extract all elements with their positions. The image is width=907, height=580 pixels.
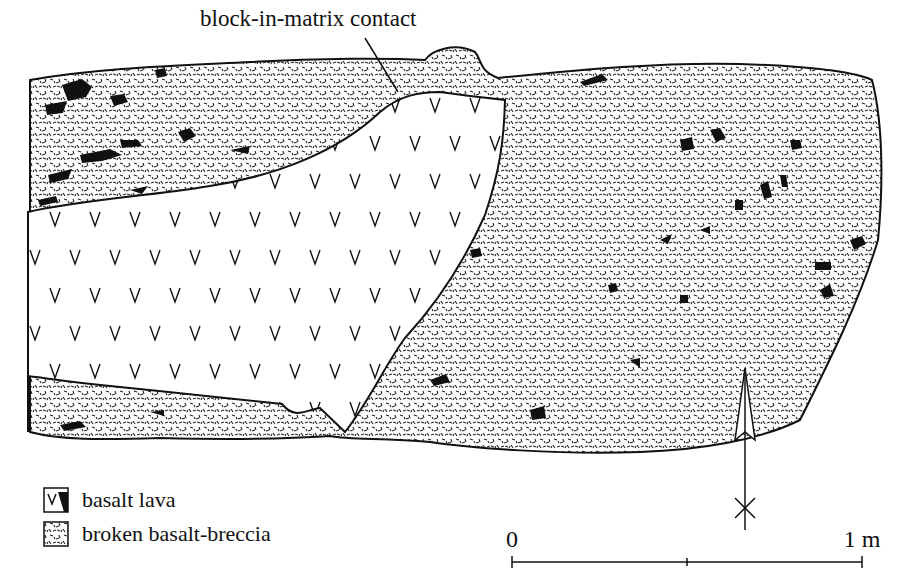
basalt-clasts: [38, 68, 866, 431]
north-arrow: [735, 368, 755, 530]
contact-label: block-in-matrix contact: [200, 6, 417, 31]
leader-line: [365, 38, 398, 92]
scale-one-metre: 1 m: [844, 526, 881, 552]
legend-samples: [44, 488, 68, 546]
legend-text: broken basalt-breccia: [82, 522, 271, 546]
legend-text: basalt lava: [82, 488, 175, 512]
lava-symbols: [30, 98, 500, 416]
scale-bar: [512, 556, 862, 568]
lava-block: [28, 92, 505, 432]
scale-zero: 0: [506, 526, 518, 552]
